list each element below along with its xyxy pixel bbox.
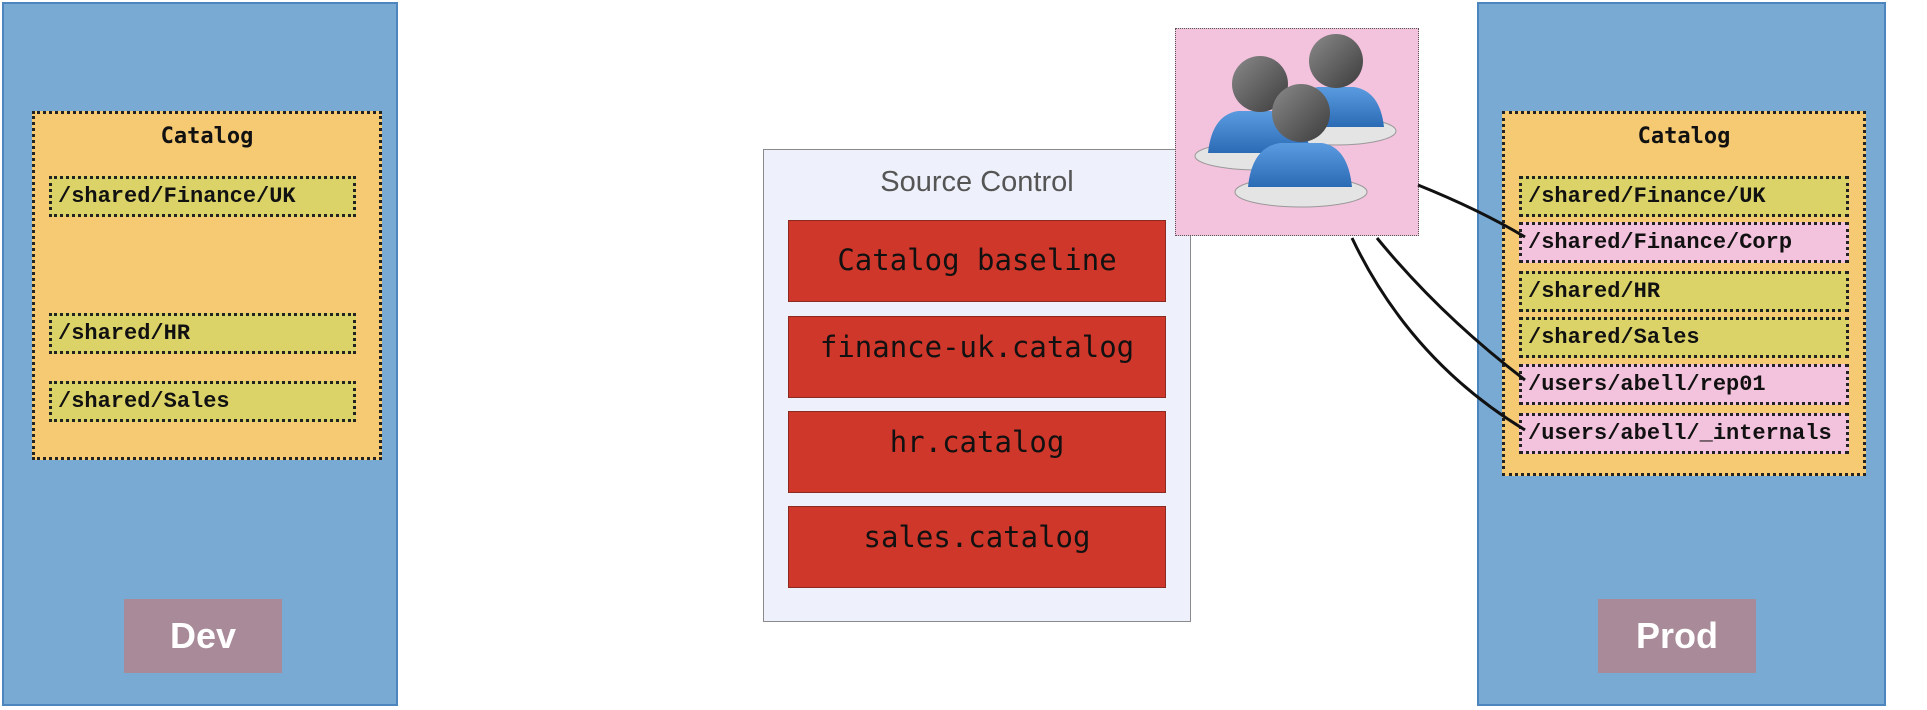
connector-finance-corp <box>1417 183 1526 239</box>
dev-label: Dev <box>124 599 282 673</box>
dev-path-finance-uk: /shared/Finance/UK <box>49 176 356 217</box>
prod-label: Prod <box>1598 599 1756 673</box>
dev-path-sales: /shared/Sales <box>49 381 356 422</box>
dev-path-hr: /shared/HR <box>49 313 356 354</box>
users-group-icon <box>1194 34 1397 208</box>
source-control-title: Source Control <box>880 166 1074 198</box>
prod-catalog: Catalog /shared/Finance/UK /shared/Finan… <box>1502 111 1866 476</box>
connector-rep01 <box>1375 237 1526 382</box>
source-item-finance-uk: finance-uk.catalog <box>788 316 1166 398</box>
dev-catalog-title: Catalog <box>160 124 254 149</box>
dev-environment: Catalog /shared/Finance/UK /shared/HR /s… <box>2 2 398 706</box>
source-item-catalog-baseline: Catalog baseline <box>788 220 1166 302</box>
prod-catalog-title: Catalog <box>1637 124 1731 149</box>
users-group <box>1175 28 1419 236</box>
prod-path-finance-uk: /shared/Finance/UK <box>1519 176 1849 217</box>
prod-path-sales: /shared/Sales <box>1519 317 1849 358</box>
dev-catalog: Catalog /shared/Finance/UK /shared/HR /s… <box>32 111 382 460</box>
prod-path-finance-corp: /shared/Finance/Corp <box>1519 222 1849 263</box>
connector-internals <box>1350 237 1526 432</box>
prod-path-users-internals: /users/abell/_internals <box>1519 413 1849 454</box>
source-item-sales: sales.catalog <box>788 506 1166 588</box>
source-item-hr: hr.catalog <box>788 411 1166 493</box>
prod-environment: Catalog /shared/Finance/UK /shared/Finan… <box>1477 2 1886 706</box>
prod-path-hr: /shared/HR <box>1519 271 1849 312</box>
source-control: Source Control Catalog baseline finance-… <box>763 149 1191 622</box>
prod-path-users-rep01: /users/abell/rep01 <box>1519 364 1849 405</box>
